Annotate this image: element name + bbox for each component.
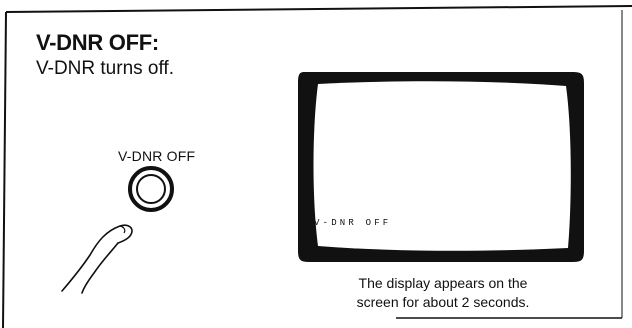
button-label: V-DNR OFF — [118, 148, 195, 164]
caption-line-1: The display appears on the — [359, 275, 528, 291]
pointing-hand-icon — [60, 215, 150, 295]
section-heading: V-DNR OFF: — [36, 30, 159, 56]
round-button-icon — [126, 164, 176, 214]
screen-caption: The display appears on the screen for ab… — [298, 274, 588, 312]
section-description: V-DNR turns off. — [36, 58, 174, 80]
caption-line-2: screen for about 2 seconds. — [357, 294, 530, 310]
tv-screen-icon — [296, 70, 586, 265]
osd-indicator: V-DNR OFF — [314, 218, 391, 228]
